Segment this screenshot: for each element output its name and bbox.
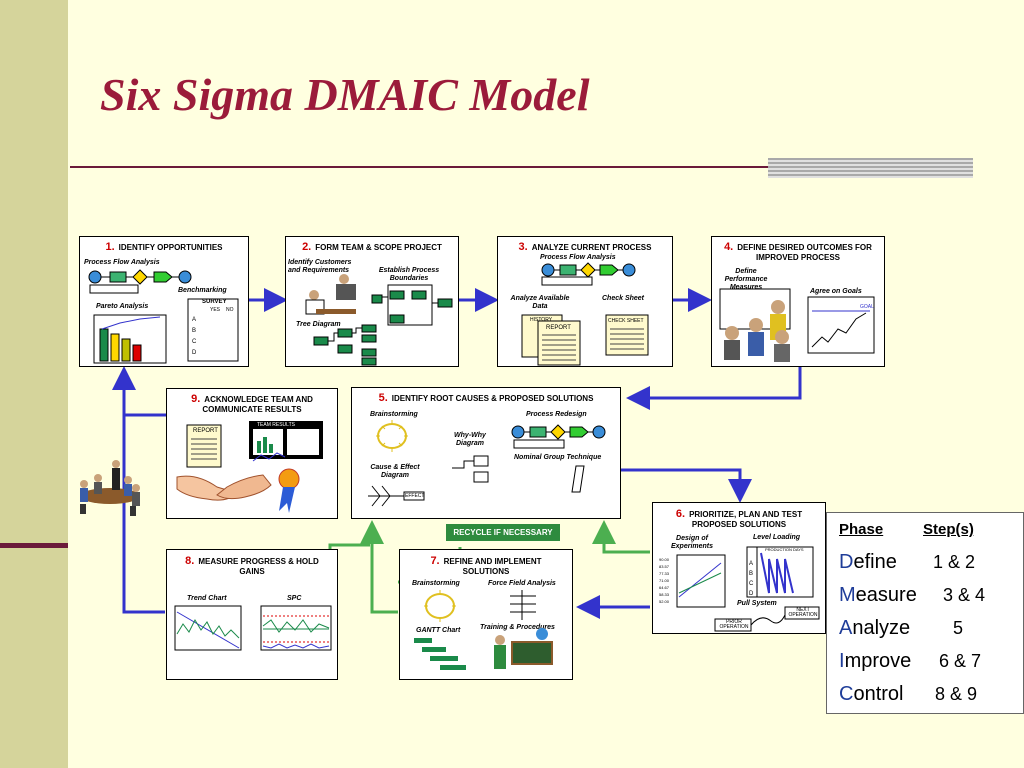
step-7-heading: 7.REFINE AND IMPLEMENT SOLUTIONS — [430, 555, 542, 577]
step-1-heading: 1.IDENTIFY OPPORTUNITIES — [105, 241, 223, 253]
step-box-9: 9.ACKNOWLEDGE TEAM AND COMMUNICATE RESUL… — [166, 388, 338, 519]
svg-text:58.33: 58.33 — [659, 592, 670, 597]
step-box-2: 2.FORM TEAM & SCOPE PROJECT Identify Cus… — [285, 236, 459, 367]
step-1-icons — [88, 269, 239, 364]
step-8-icons — [174, 605, 332, 651]
check-sheet-doc-label: CHECK SHEET — [608, 318, 644, 324]
svg-text:90.00: 90.00 — [659, 557, 670, 562]
label-tree-diagram: Tree Diagram — [296, 321, 341, 328]
step-3-icons — [521, 262, 649, 366]
step-box-5: 5.IDENTIFY ROOT CAUSES & PROPOSED SOLUTI… — [351, 387, 621, 519]
step-box-6: 6.PRIORITIZE, PLAN AND TEST PROPOSED SOL… — [652, 502, 826, 634]
label-pareto: Pareto Analysis — [96, 303, 149, 310]
step-box-3: 3.ANALYZE CURRENT PROCESS Process Flow A… — [497, 236, 673, 367]
label-brainstorming-5: Brainstorming — [370, 411, 418, 418]
step-5-heading: 5.IDENTIFY ROOT CAUSES & PROPOSED SOLUTI… — [378, 392, 594, 404]
step-6-heading: 6.PRIORITIZE, PLAN AND TEST PROPOSED SOL… — [675, 508, 803, 530]
report-label-9: REPORT — [193, 428, 218, 434]
svg-text:77.33: 77.33 — [659, 571, 670, 576]
title-underline — [70, 166, 770, 168]
label-nominal-group: Nominal Group Technique — [514, 454, 602, 461]
step-7-icons — [414, 590, 553, 670]
history-label: HISTORY — [530, 317, 553, 323]
step-box-1: 1.IDENTIFY OPPORTUNITIES Process Flow An… — [79, 236, 249, 367]
label-trend-chart: Trend Chart — [187, 595, 227, 602]
production-days-label: PRODUCTION DAYS — [765, 547, 804, 552]
label-brainstorming-7: Brainstorming — [412, 580, 460, 587]
phase-column-header: Phase — [839, 521, 884, 538]
step-2-heading: 2.FORM TEAM & SCOPE PROJECT — [302, 241, 442, 253]
step-8-heading: 8.MEASURE PROGRESS & HOLD GAINS — [185, 555, 319, 577]
svg-text:52.00: 52.00 — [659, 599, 670, 604]
label-why-why: Why-Why Diagram — [454, 432, 486, 447]
step-9-icons — [176, 421, 323, 513]
label-spc: SPC — [287, 595, 302, 602]
step-9-heading: 9.ACKNOWLEDGE TEAM AND COMMUNICATE RESUL… — [191, 393, 313, 415]
step-5-icons — [368, 420, 606, 507]
survey-label: SURVEY — [202, 299, 227, 305]
page-title: Six Sigma DMAIC Model — [100, 69, 590, 120]
label-force-field: Force Field Analysis — [488, 580, 556, 587]
label-design-experiments: Design of Experiments — [670, 535, 714, 550]
team-meeting-illustration — [80, 460, 140, 516]
svg-text:83.57: 83.57 — [659, 564, 670, 569]
label-analyze-data: Analyze Available Data — [510, 295, 570, 310]
svg-text:B: B — [749, 571, 753, 577]
svg-text:A: A — [749, 561, 753, 567]
survey-b: B — [192, 328, 197, 334]
step-2-icons — [305, 274, 453, 366]
svg-text:64.67: 64.67 — [659, 585, 670, 590]
steps-column-header: Step(s) — [923, 521, 974, 538]
label-benchmarking: Benchmarking — [178, 287, 227, 294]
label-agree-goals: Agree on Goals — [810, 288, 862, 295]
prior-operation-label: PRIOR OPERATION — [719, 619, 749, 630]
left-accent-line — [0, 543, 68, 548]
survey-c: C — [192, 339, 197, 345]
effect-label: EFFECT — [405, 493, 425, 499]
recycle-badge: RECYCLE IF NECESSARY — [446, 524, 560, 541]
survey-yes: YES — [210, 307, 221, 313]
label-level-loading: Level Loading — [753, 534, 801, 541]
team-results-label: TEAM RESULTS — [257, 422, 295, 428]
survey-a: A — [192, 317, 197, 323]
label-identify-customers: Identify Customers and Requirements — [288, 259, 352, 274]
step-box-7: 7.REFINE AND IMPLEMENT SOLUTIONS Brainst… — [399, 549, 573, 680]
label-check-sheet: Check Sheet — [602, 295, 645, 302]
survey-d: D — [192, 350, 197, 356]
step-3-heading: 3.ANALYZE CURRENT PROCESS — [518, 241, 652, 253]
step-4-heading: 4.DEFINE DESIRED OUTCOMES FOR IMPROVED P… — [724, 241, 872, 263]
step-4-icons — [719, 288, 875, 362]
report-label-3: REPORT — [546, 325, 571, 331]
label-process-boundaries: Establish Process Boundaries — [378, 267, 440, 282]
next-operation-label: NEXT OPERATION — [788, 607, 818, 618]
goal-label: GOAL — [860, 304, 874, 310]
survey-no: NO — [226, 307, 234, 313]
svg-text:D: D — [749, 591, 754, 597]
title-stripe-pattern — [768, 158, 973, 178]
step-box-4: 4.DEFINE DESIRED OUTCOMES FOR IMPROVED P… — [711, 236, 885, 367]
label-cause-effect: Cause & Effect Diagram — [370, 464, 420, 479]
label-process-flow-3: Process Flow Analysis — [540, 254, 616, 261]
label-process-redesign: Process Redesign — [526, 411, 587, 418]
svg-text:C: C — [749, 581, 754, 587]
label-process-flow: Process Flow Analysis — [84, 259, 160, 266]
label-pull-system: Pull System — [737, 600, 777, 607]
svg-text:71.00: 71.00 — [659, 578, 670, 583]
left-sidebar-band — [0, 0, 68, 768]
label-performance-measures: Define Performance Measures — [724, 268, 768, 291]
step-box-8: 8.MEASURE PROGRESS & HOLD GAINS Trend Ch… — [166, 549, 338, 680]
label-gantt: GANTT Chart — [416, 627, 461, 634]
label-training: Training & Procedures — [480, 624, 555, 631]
